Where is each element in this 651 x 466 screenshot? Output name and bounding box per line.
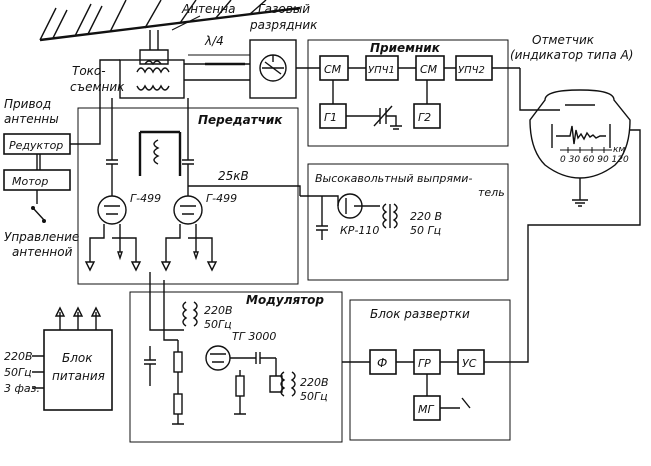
reducer-label: Редуктор: [9, 139, 63, 152]
current-collector-label-2: съемник: [70, 80, 125, 94]
tg3000-label: ТГ 3000: [232, 330, 276, 343]
tube-left: [97, 195, 127, 225]
mixer-1: [319, 55, 349, 81]
drive-label-1: Привод: [4, 97, 51, 111]
voltage-220-a: 220 В: [410, 210, 442, 223]
marker-label-1: Отметчик: [532, 33, 595, 47]
psu-label-1: Блок: [62, 351, 93, 365]
marker-label-2: (индикатор типа А): [510, 48, 633, 62]
receiver-title: Приемник: [370, 41, 441, 55]
sweep-unit-block: [349, 299, 511, 441]
if-amplifier-2-label: УПЧ2: [458, 65, 485, 76]
current-collector: [119, 59, 185, 99]
gas-discharger-label-2: разрядник: [249, 18, 318, 32]
frequency-50-c: 50Гц: [300, 390, 328, 403]
antenna-label: Антенна: [181, 2, 235, 16]
hv-rectifier-title-2: тель: [478, 186, 505, 199]
modulator-title: Модулятор: [246, 293, 324, 307]
psu-input-phase: 3 фаз.: [4, 382, 40, 395]
hv-rectifier-title-1: Высокавольтный выпрями-: [315, 172, 472, 185]
mixer-2-label: СМ: [420, 63, 438, 76]
lambda-quarter-label: λ/4: [204, 34, 224, 48]
motor-label: Мотор: [12, 175, 48, 188]
antenna-control-label-2: антенной: [12, 245, 73, 259]
psu-label-2: питания: [52, 369, 105, 383]
gas-discharger: [249, 39, 297, 99]
tube-right: [173, 195, 203, 225]
filter-f: [369, 349, 397, 375]
thyratron-tg3000: [205, 345, 231, 371]
g2-label: Г2: [418, 111, 431, 124]
mg-label: МГ: [418, 403, 434, 416]
receiver-block: [307, 39, 509, 147]
if-amplifier-1: [365, 55, 399, 81]
if-amplifier-1-label: УПЧ1: [368, 65, 395, 76]
crt-indicator: [519, 68, 631, 207]
current-collector-label-1: Токо-: [72, 64, 106, 78]
hv-rectifier-block: [307, 163, 509, 281]
frequency-50-b: 50Гц: [204, 318, 232, 331]
voltage-220-c: 220В: [300, 376, 329, 389]
kv25-label: 25кВ: [218, 169, 249, 183]
voltage-220-b: 220В: [204, 304, 233, 317]
drive-label-2: антенны: [4, 112, 59, 126]
kr110-label: КР-110: [340, 224, 379, 237]
frequency-50-a: 50 Гц: [410, 224, 441, 237]
gas-discharger-label-1: Газовый: [258, 2, 310, 16]
f-label: Ф: [377, 356, 387, 370]
us-label: УС: [462, 357, 477, 370]
tube-right-label: Г-499: [206, 192, 237, 205]
scale-unit: км: [613, 145, 625, 155]
kenotron-kr110: [337, 193, 364, 219]
tube-left-label: Г-499: [130, 192, 161, 205]
modulator-block: [129, 291, 343, 443]
power-supply-block: [43, 329, 113, 411]
sweep-unit-title: Блок развертки: [370, 307, 470, 321]
scale-values: 0 30 60 90 120: [560, 155, 629, 165]
gr-label: ГР: [418, 357, 431, 370]
mixer-1-label: СМ: [324, 63, 342, 76]
antenna-control-label-1: Управление: [4, 230, 79, 244]
psu-input-frequency: 50Гц: [4, 366, 32, 379]
psu-input-voltage: 220В: [4, 350, 33, 363]
antenna-array: [39, 0, 301, 42]
transmitter-title: Передатчик: [198, 113, 283, 127]
g1-label: Г1: [324, 111, 337, 124]
